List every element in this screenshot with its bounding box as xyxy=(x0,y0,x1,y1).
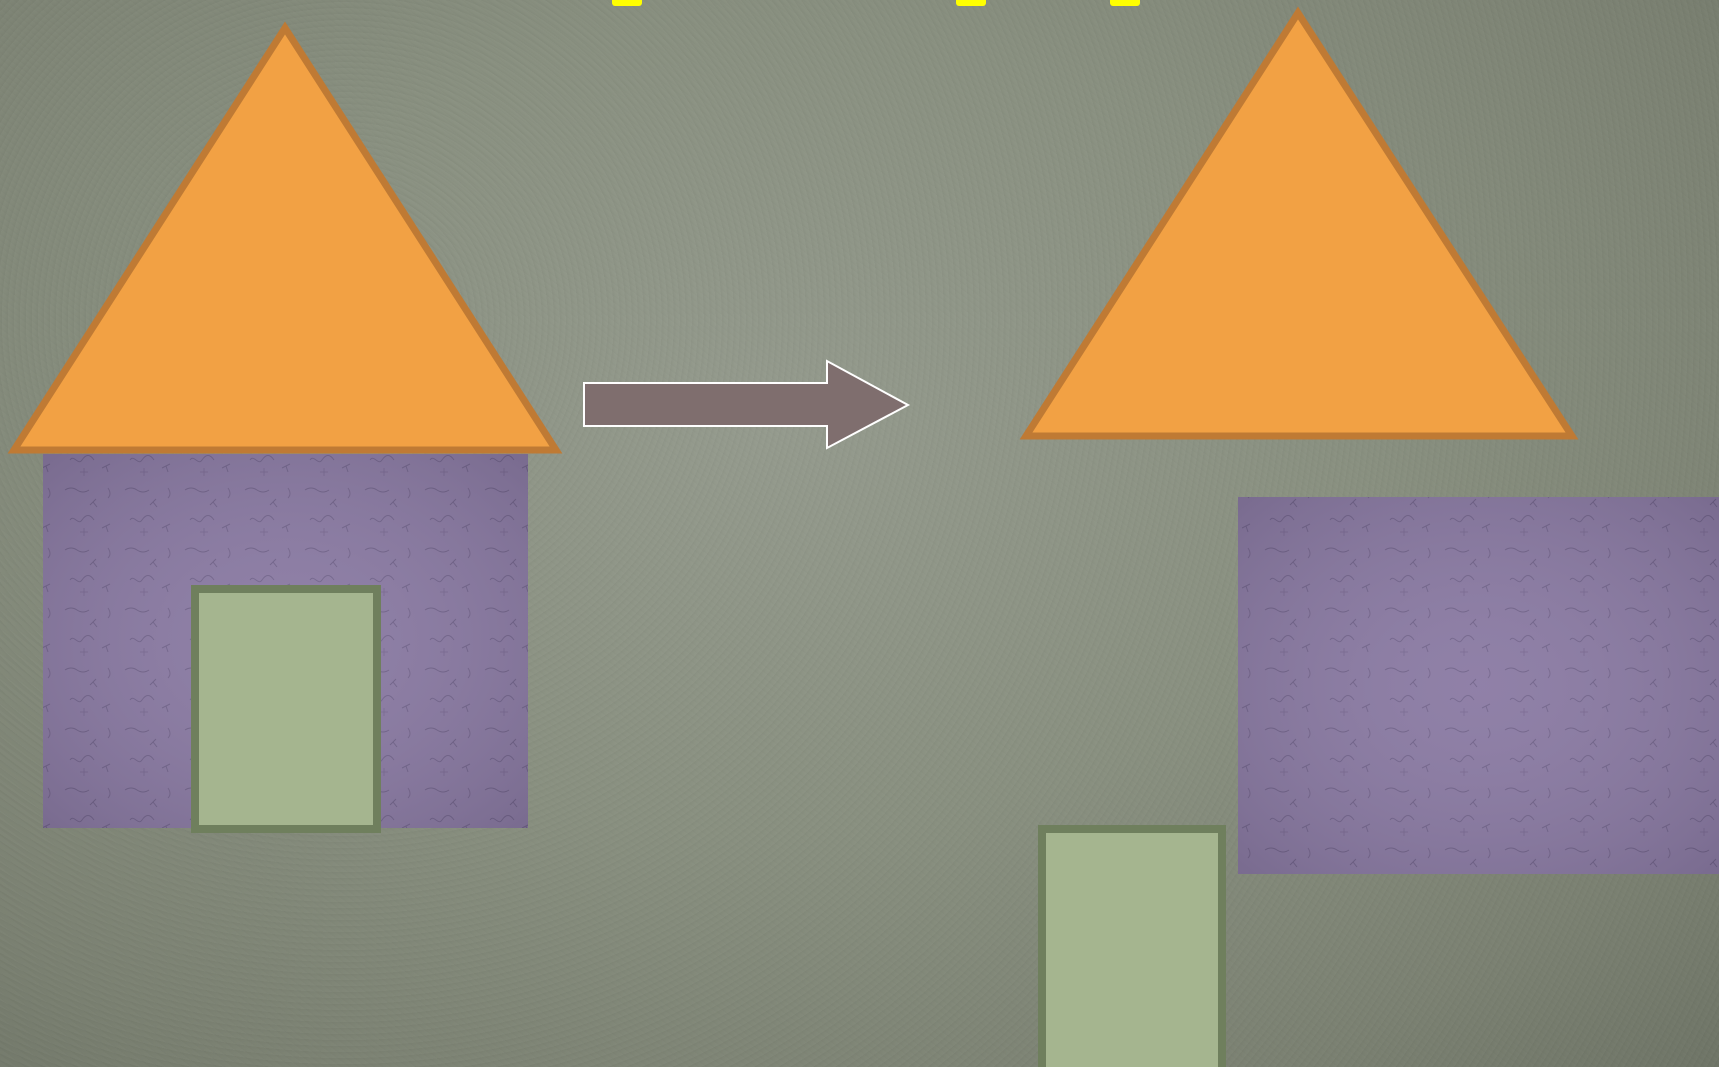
transform-arrow xyxy=(584,361,908,448)
right-arrow-icon xyxy=(584,361,908,448)
separate-door-rectangle xyxy=(1042,829,1222,1067)
assembled-house xyxy=(14,28,556,829)
separated-parts xyxy=(1026,13,1719,1067)
house-roof xyxy=(14,28,556,450)
house-door xyxy=(195,589,377,829)
separate-roof-triangle xyxy=(1026,13,1572,436)
separate-wall-shade xyxy=(1238,497,1719,874)
